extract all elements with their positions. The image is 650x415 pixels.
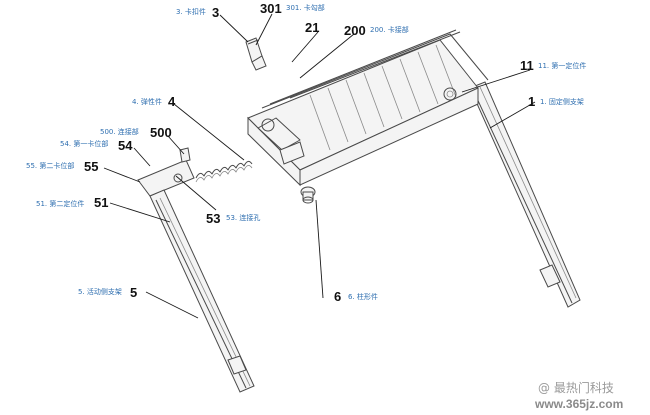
callout-number: 200 — [344, 23, 366, 38]
watermark: @ 最热门科技 www.365jz.com — [534, 380, 623, 411]
callout-caption: 5. 活动侧支架 — [78, 287, 122, 296]
callout-number: 1 — [528, 94, 535, 109]
callout-number: 3 — [212, 5, 219, 20]
main-chassis — [247, 29, 489, 187]
callout-number: 54 — [118, 138, 133, 153]
fixed-side-bracket — [469, 81, 581, 308]
spring — [195, 160, 253, 183]
callout-caption: 11. 第一定位件 — [538, 61, 586, 70]
callout-21: 21 — [305, 20, 319, 35]
callout-caption: 301. 卡勾部 — [286, 3, 325, 12]
callout-caption: 51. 第二定位件 — [36, 199, 84, 208]
callout-caption: 4. 弹性件 — [132, 97, 162, 106]
callout-51: 51. 第二定位件 51 — [36, 195, 108, 210]
callout-number: 21 — [305, 20, 319, 35]
callout-number: 301 — [260, 1, 282, 16]
watermark-site: www.365jz.com — [534, 397, 623, 411]
callout-number: 51 — [94, 195, 108, 210]
callout-caption: 500. 连接部 — [100, 127, 139, 136]
callout-53: 53 53. 连接孔 — [206, 211, 260, 226]
callout-200: 200 200. 卡接部 — [344, 23, 409, 38]
pillar-part — [300, 186, 316, 204]
callout-5: 5. 活动侧支架 5 — [78, 285, 137, 300]
callout-caption: 6. 柱形件 — [348, 292, 378, 301]
leader-lines — [103, 13, 536, 319]
callout-number: 55 — [84, 159, 98, 174]
callout-500: 500. 连接部 500 — [100, 125, 172, 140]
callout-55: 55. 第二卡位部 55 — [26, 159, 98, 174]
callout-number: 5 — [130, 285, 137, 300]
callout-number: 53 — [206, 211, 220, 226]
callout-caption: 200. 卡接部 — [370, 25, 409, 34]
callout-54: 54. 第一卡位部 54 — [60, 138, 133, 153]
callout-4: 4. 弹性件 4 — [132, 94, 176, 109]
callout-3: 3. 卡扣件 3 — [176, 5, 219, 20]
callout-caption: 3. 卡扣件 — [176, 7, 206, 16]
callout-301: 301 301. 卡勾部 — [260, 1, 325, 16]
callout-caption: 53. 连接孔 — [226, 213, 260, 222]
clip-part — [245, 37, 267, 71]
callout-caption: 55. 第二卡位部 — [26, 161, 74, 170]
watermark-brand: @ 最热门科技 — [538, 380, 614, 395]
callout-1: 1 1. 固定侧支架 — [528, 94, 584, 109]
callout-11: 11 11. 第一定位件 — [520, 58, 586, 73]
callout-number: 4 — [168, 94, 176, 109]
callout-number: 11 — [520, 58, 534, 73]
callout-6: 6 6. 柱形件 — [334, 289, 378, 304]
callout-number: 500 — [150, 125, 172, 140]
callout-caption: 1. 固定侧支架 — [540, 97, 584, 106]
callout-caption: 54. 第一卡位部 — [60, 139, 108, 148]
movable-side-bracket — [137, 147, 255, 393]
callout-number: 6 — [334, 289, 341, 304]
